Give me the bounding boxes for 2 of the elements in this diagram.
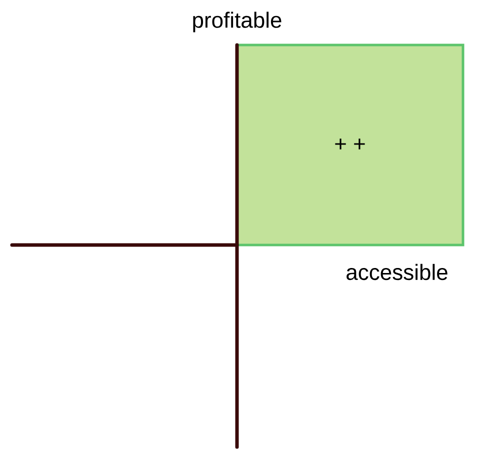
- quadrant-box: + +: [236, 44, 464, 246]
- axis-label: profitable: [193, 12, 282, 32]
